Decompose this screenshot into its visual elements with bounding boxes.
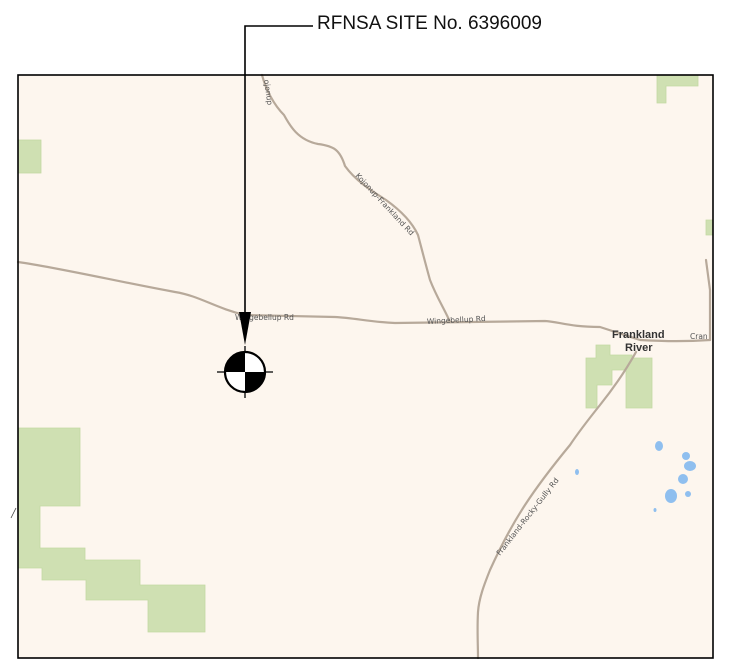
site-target-icon[interactable]	[217, 346, 273, 398]
lake	[653, 508, 657, 512]
roads	[16, 73, 712, 660]
road-frankland-rocky-gully	[476, 350, 638, 660]
water-bodies	[575, 441, 696, 512]
site-label: RFNSA SITE No. 6396009	[317, 13, 542, 34]
leader-line	[244, 25, 313, 318]
park-area-southwest	[17, 427, 206, 633]
park-area-right-edge	[705, 219, 714, 236]
lake	[682, 452, 690, 460]
road-label-kojonup-top: ojonup	[262, 79, 274, 106]
lake	[684, 461, 696, 471]
road-kojonup-frankland	[260, 73, 452, 324]
map-frame	[17, 74, 714, 659]
edge-tick	[10, 507, 17, 519]
lake	[655, 441, 663, 451]
lake	[575, 469, 579, 475]
lake	[678, 474, 688, 484]
town-label-line1: Frankland	[612, 329, 665, 341]
road-wingebellup	[16, 260, 712, 343]
road-east-stub	[704, 258, 712, 342]
lake	[665, 489, 677, 503]
town-label-line2: River	[625, 342, 653, 354]
lake	[685, 491, 691, 497]
road-label-wingebellup-east: Wingebellup Rd	[427, 314, 487, 326]
leader-arrowhead	[239, 312, 251, 345]
road-label-wingebellup: Wingebellup Rd	[235, 313, 294, 322]
park-area-top-left	[17, 139, 42, 174]
road-label-cran: Cran	[690, 332, 708, 341]
